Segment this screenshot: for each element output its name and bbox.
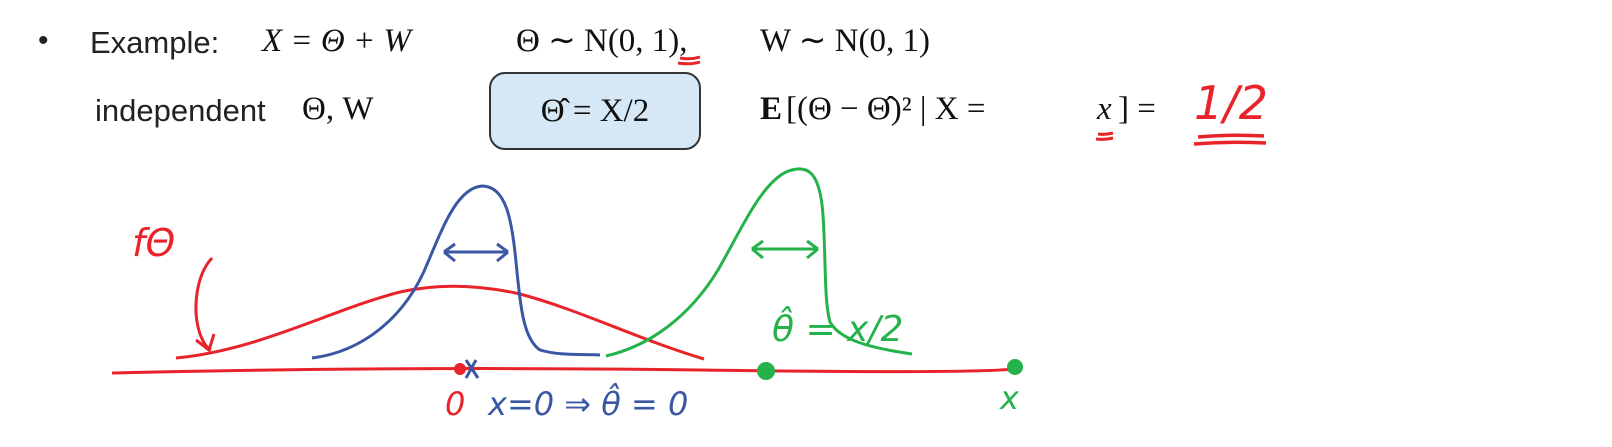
estimator-equation: Θ̂ = X/2	[540, 92, 650, 129]
axis-line	[111, 366, 1021, 375]
estimate-annotation: θ̂ = x/2	[772, 309, 904, 350]
example-label: Example:	[90, 25, 220, 60]
zero-point-label: 0	[445, 385, 466, 423]
bullet: •	[38, 24, 49, 57]
posterior-zero-curve	[311, 184, 601, 360]
zero-point-dot	[454, 363, 466, 375]
prior-arrow	[194, 256, 216, 353]
x-point-label: x	[1000, 379, 1019, 417]
model-equation: X = Θ + W	[262, 23, 412, 59]
underline-answer	[1197, 133, 1265, 139]
underline-variance	[679, 55, 701, 61]
expectation-symbol: E	[760, 91, 783, 127]
underline-x-2	[1095, 136, 1114, 141]
underline-answer-2	[1193, 140, 1267, 146]
underline-variance-2	[677, 60, 701, 66]
mse-close: ] =	[1118, 91, 1156, 127]
posterior-x-width-arrow	[751, 239, 819, 260]
x-point-dot	[1007, 359, 1023, 375]
independent-vars: Θ, W	[302, 91, 374, 127]
zero-point-cross	[464, 359, 480, 379]
w-distribution: W ∼ N(0, 1)	[760, 23, 931, 59]
mse-answer: 1/2	[1194, 76, 1269, 130]
estimate-point-dot	[757, 362, 775, 380]
underline-x	[1097, 131, 1114, 136]
posterior-x-curve	[605, 167, 913, 358]
independent-label: independent	[95, 93, 266, 128]
mse-conditioning-x: x	[1097, 91, 1112, 127]
zero-case-annotation: x=0 ⇒ θ̂ = 0	[488, 385, 689, 423]
posterior-zero-width-arrow	[443, 242, 509, 263]
estimator-box: Θ̂ = X/2	[489, 72, 701, 150]
mse-expression: [(Θ − Θ̂)² | X =	[786, 91, 986, 127]
theta-distribution: Θ ∼ N(0, 1),	[516, 23, 688, 59]
prior-label: fΘ	[132, 221, 176, 265]
prior-density-curve	[175, 284, 705, 361]
